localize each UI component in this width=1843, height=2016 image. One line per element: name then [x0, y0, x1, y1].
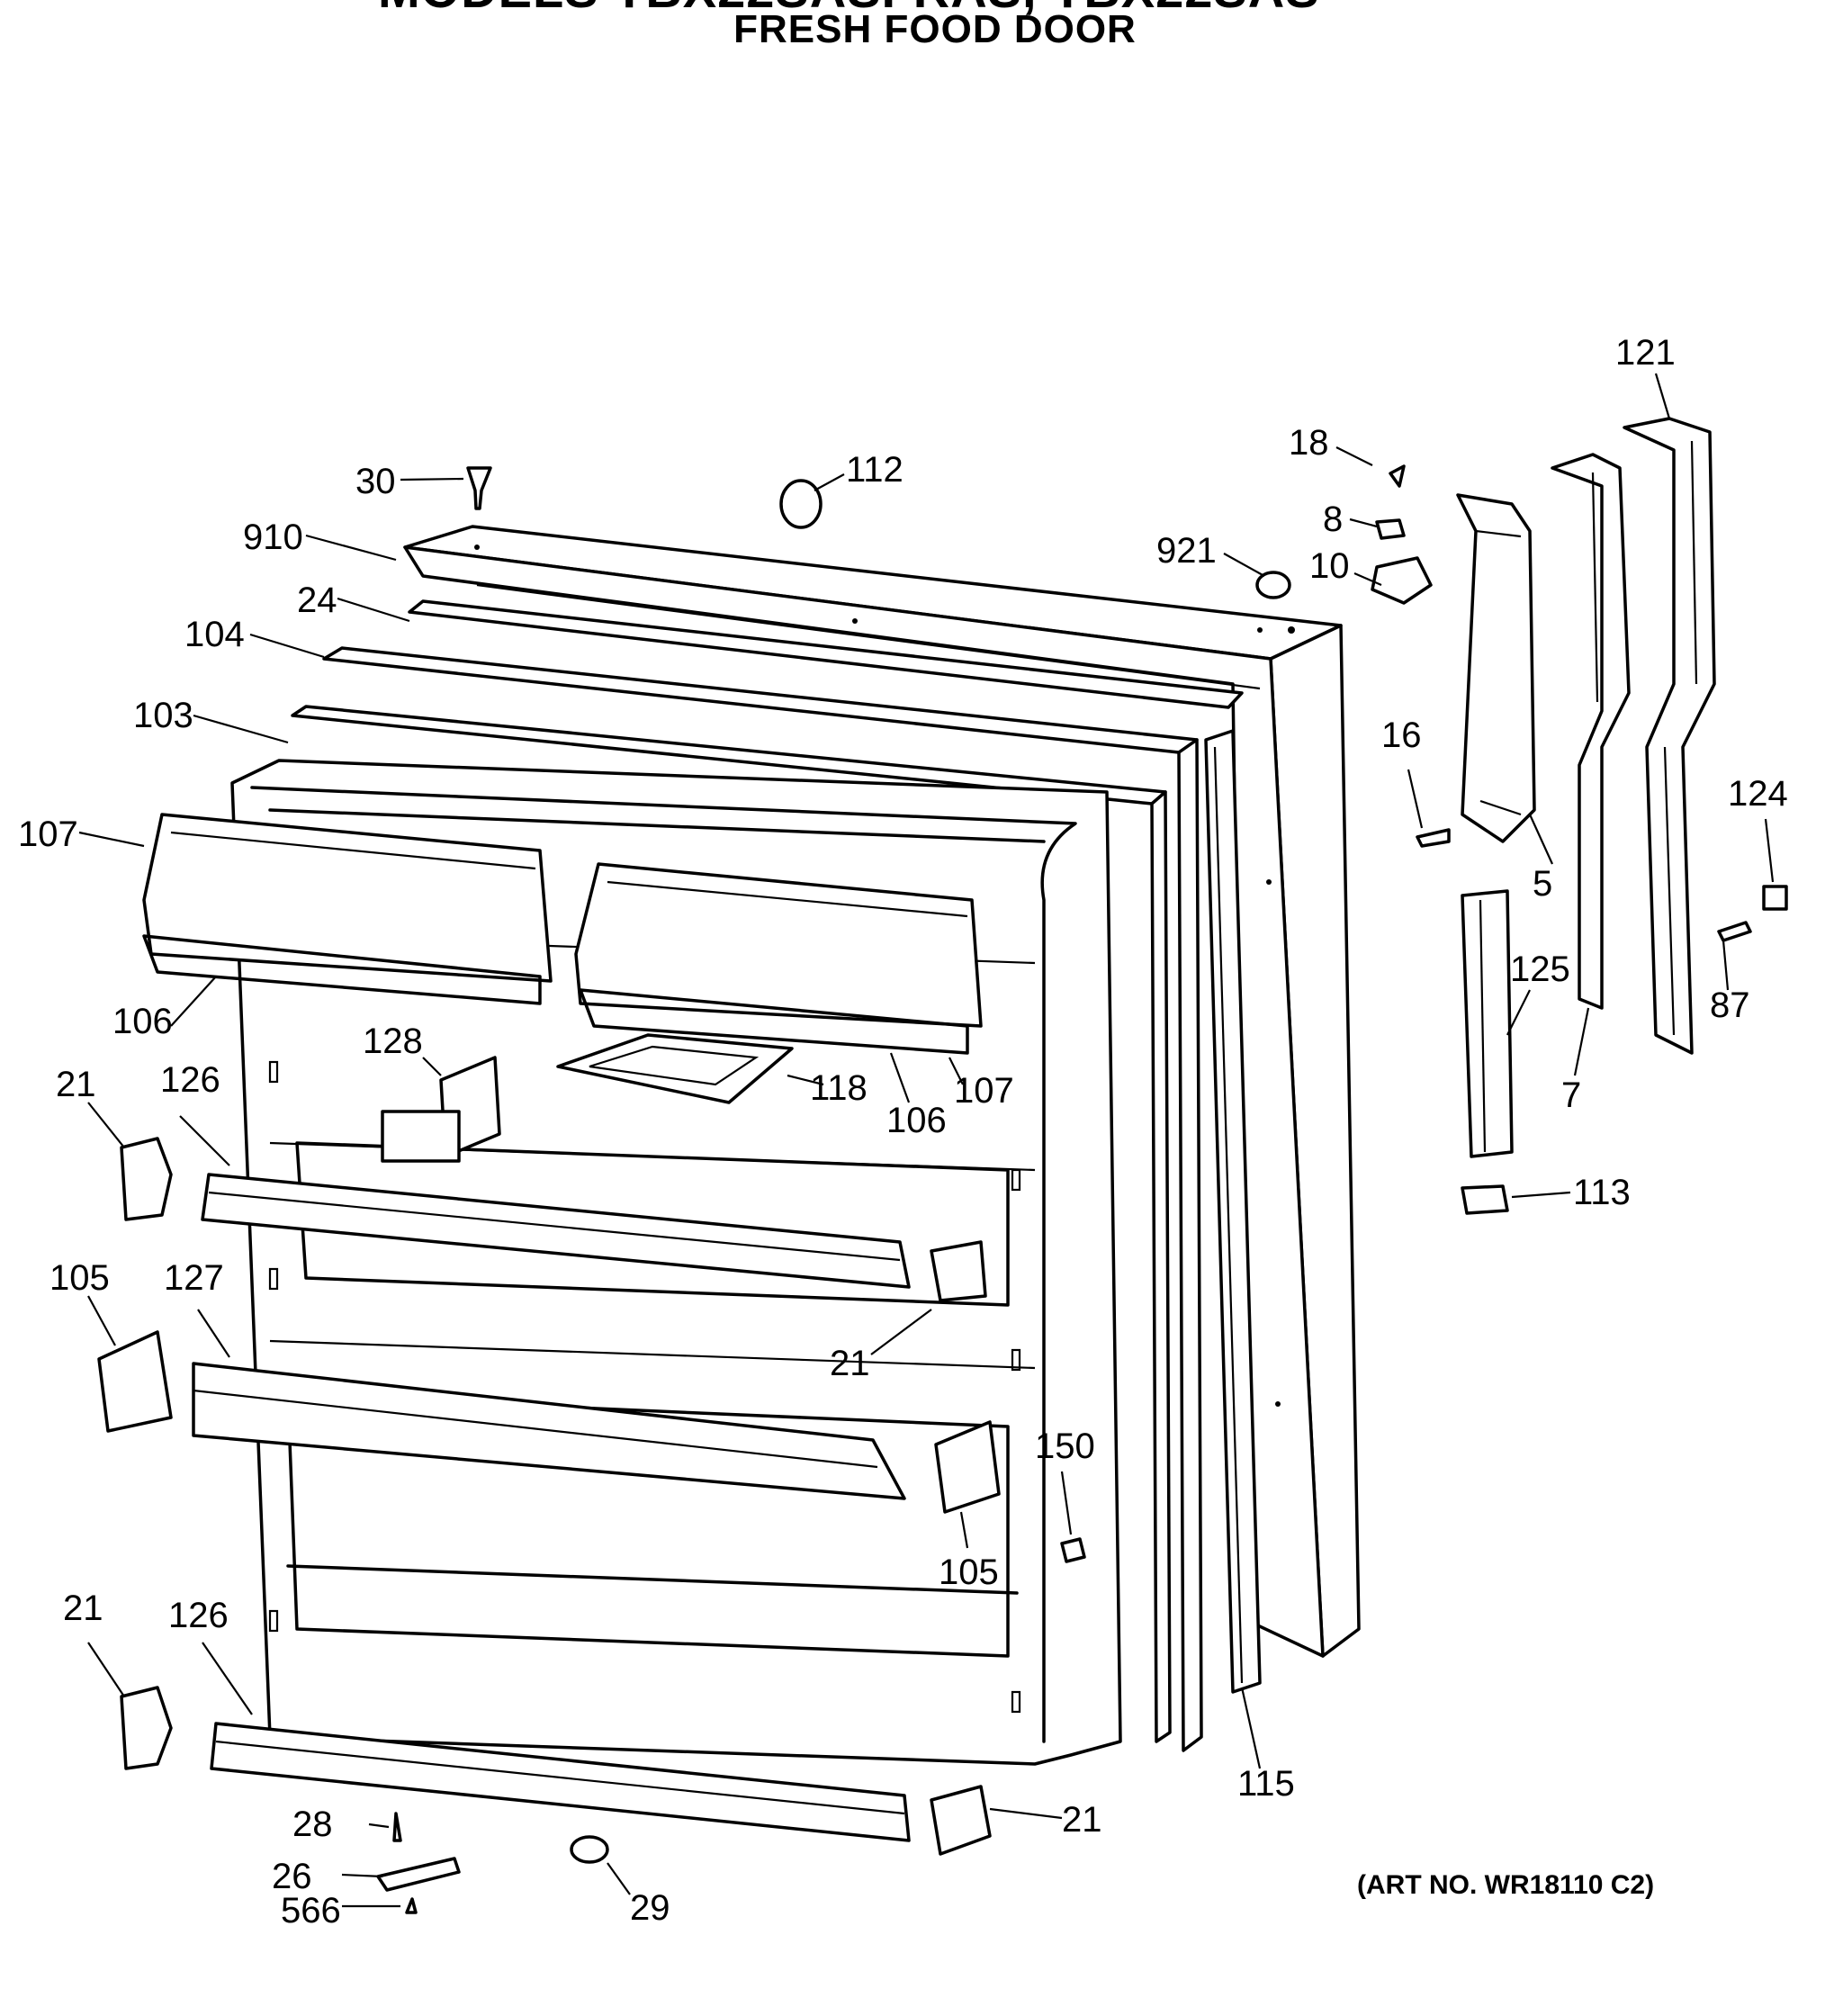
art-number: (ART NO. WR18110 C2): [1357, 1870, 1655, 1900]
handle-strip-125: [1461, 889, 1514, 1158]
door-hardware: [376, 464, 1788, 1914]
callout-910: 910: [243, 518, 303, 557]
callout-21-b: 21: [830, 1344, 870, 1383]
callout-105-right: 105: [939, 1552, 999, 1592]
hinge-arm-121: [1623, 417, 1716, 1055]
hinge-bracket-5: [1456, 493, 1536, 843]
callout-112: 112: [846, 450, 904, 490]
card-holder: [381, 1056, 501, 1163]
callout-26: 26: [272, 1857, 312, 1896]
dairy-door-right: [574, 862, 983, 1055]
callout-21-a: 21: [56, 1065, 96, 1104]
callout-118: 118: [810, 1068, 868, 1108]
callout-127: 127: [164, 1258, 224, 1298]
door-shelf-bar-lower: [210, 1722, 911, 1842]
callout-labels: 30 112 910 24 104 103 107 106 128 118 10…: [18, 333, 1788, 1930]
callout-150: 150: [1035, 1426, 1095, 1466]
model-line-partial: MODELS TBX22SASFRAS, TBX22SAS: [0, 0, 1843, 20]
callout-106-right: 106: [886, 1101, 947, 1140]
callout-107-right: 107: [954, 1071, 1014, 1111]
callout-8: 8: [1323, 500, 1343, 539]
callout-24: 24: [297, 580, 337, 620]
dairy-door-left: [142, 813, 553, 1005]
callout-125: 125: [1510, 950, 1570, 989]
shelf-end-caps: [97, 1137, 1001, 1856]
callout-29: 29: [630, 1888, 670, 1928]
callout-21-d: 21: [1062, 1800, 1102, 1840]
callout-18: 18: [1289, 423, 1329, 463]
callout-28: 28: [292, 1804, 333, 1844]
callout-121: 121: [1615, 333, 1676, 373]
hinge-arm-7: [1551, 453, 1631, 1010]
door-gasket-frames: [291, 599, 1262, 1752]
callout-103: 103: [133, 696, 193, 735]
callout-104: 104: [184, 615, 245, 654]
callout-30: 30: [355, 462, 396, 501]
outer-door-panel: [403, 525, 1361, 1658]
callout-921: 921: [1156, 531, 1217, 571]
callout-87: 87: [1710, 986, 1750, 1025]
callout-107-left: 107: [18, 814, 78, 854]
callout-7: 7: [1561, 1076, 1581, 1115]
callout-124: 124: [1728, 774, 1788, 814]
callout-126-upper: 126: [160, 1060, 220, 1100]
callout-10: 10: [1309, 546, 1350, 586]
callout-126-lower: 126: [168, 1596, 229, 1635]
callout-21-c: 21: [63, 1588, 103, 1628]
callout-5: 5: [1533, 864, 1552, 904]
egg-tray: [556, 1033, 794, 1104]
callout-128: 128: [363, 1022, 423, 1061]
callout-566: 566: [281, 1891, 341, 1930]
callout-leaders: [78, 373, 1775, 1908]
callout-115: 115: [1237, 1764, 1295, 1804]
callout-16: 16: [1381, 716, 1422, 755]
callout-105-left: 105: [49, 1258, 110, 1298]
door-shelf-bar-upper: [201, 1173, 911, 1289]
page-title: FRESH FOOD DOOR: [733, 7, 1137, 51]
callout-113: 113: [1573, 1173, 1631, 1212]
callout-106-left: 106: [112, 1002, 173, 1041]
door-shelf-bar-middle: [192, 1362, 906, 1500]
